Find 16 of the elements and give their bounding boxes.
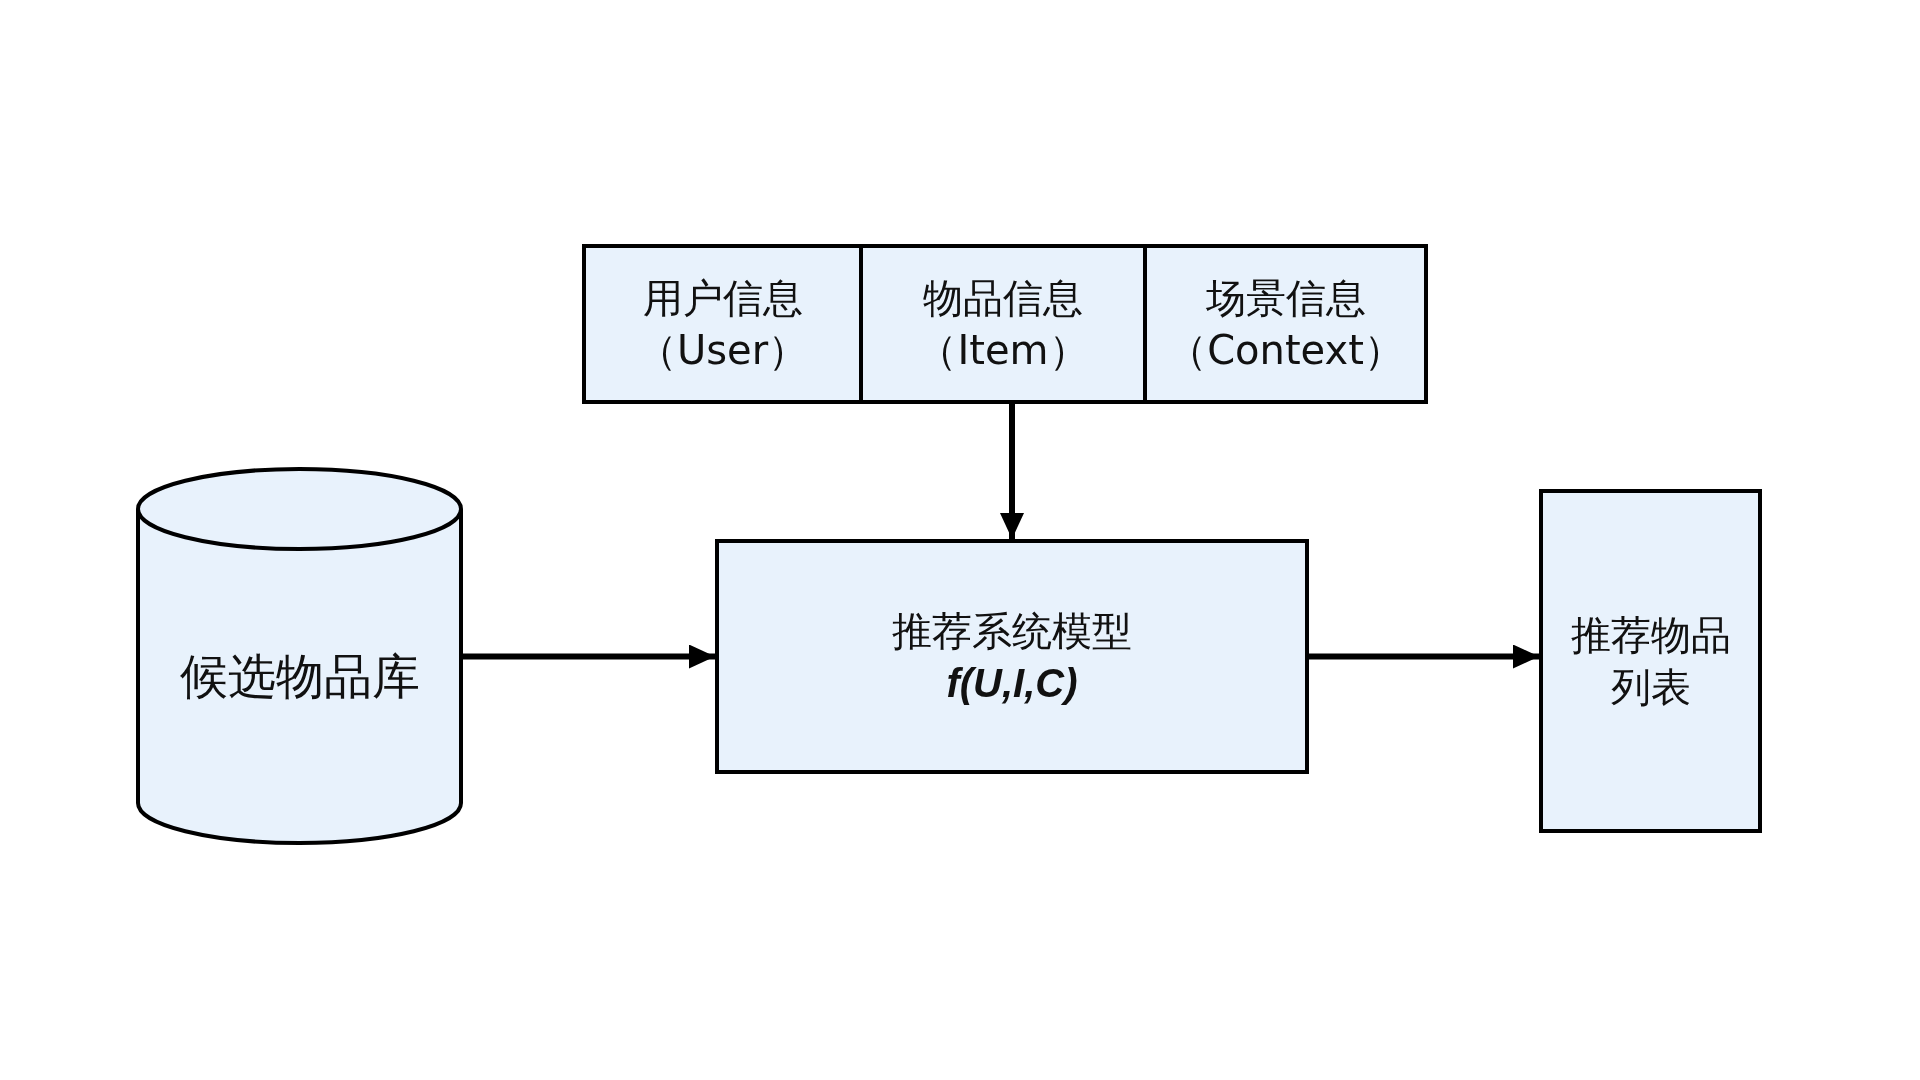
node-sublabel: （Item） [917, 326, 1089, 375]
node-label: 推荐物品列表 [1569, 611, 1732, 712]
arrow [1309, 644, 1539, 669]
node-label: 推荐系统模型 [892, 606, 1132, 656]
arrow [1000, 404, 1024, 539]
node-label: 场景信息 [1205, 274, 1366, 323]
process-box [1539, 489, 1762, 833]
node-sublabel: f(U,I,C) [946, 659, 1078, 707]
node-label: 用户信息 [642, 274, 803, 323]
node-sublabel: （User） [636, 326, 809, 375]
node-label: 物品信息 [923, 274, 1083, 323]
node-label: 候选物品库 [179, 646, 420, 706]
model-box [715, 539, 1309, 774]
info-panel [582, 244, 1428, 404]
node-sublabel: （Context） [1167, 326, 1404, 375]
arrow [463, 644, 715, 669]
